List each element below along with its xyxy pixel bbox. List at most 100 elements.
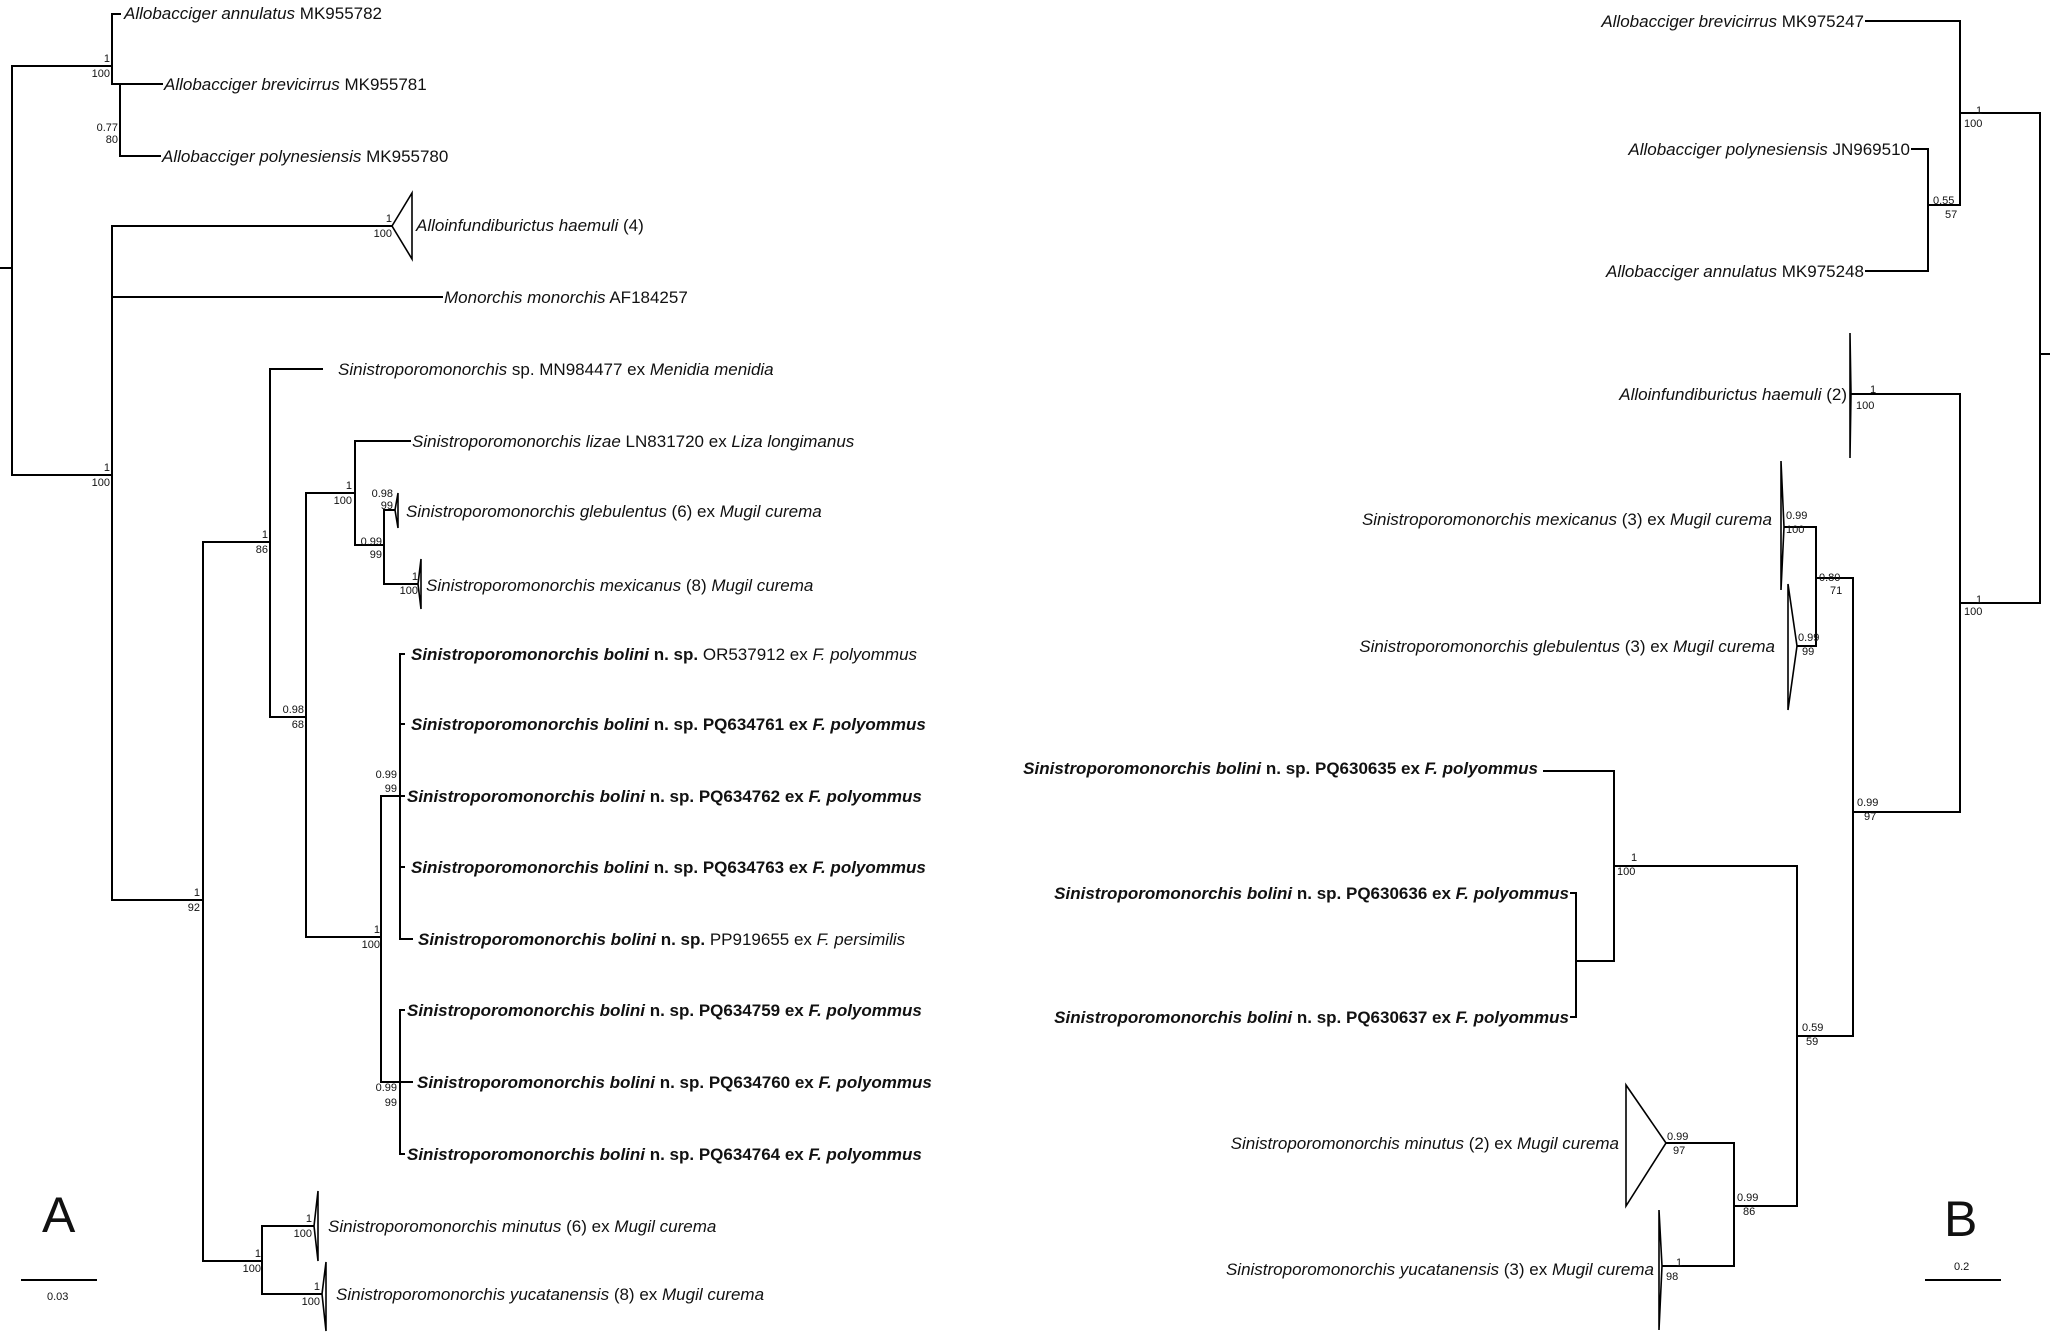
taxon-label: Sinistroporomonorchis glebulentus (6) ex…	[406, 502, 822, 521]
bootstrap-value: 100	[362, 939, 380, 951]
taxon-label: Allobacciger polynesiensis MK955780	[161, 147, 448, 166]
posterior-probability: 1	[314, 1281, 320, 1293]
taxon-label: Sinistroporomonorchis bolini n. sp. PQ63…	[1054, 884, 1569, 903]
bootstrap-value: 97	[1864, 811, 1876, 823]
taxon-label: Sinistroporomonorchis bolini n. sp. PQ63…	[1054, 1008, 1569, 1027]
taxon-label: Sinistroporomonorchis mexicanus (8) Mugi…	[426, 576, 813, 595]
panel-a-support: 1 100 0.77 80 1 100 1 100 1 92 1 86 1 10…	[92, 53, 418, 1308]
panel-a-letter: A	[42, 1187, 76, 1243]
glebulentus-collapsed-clade	[394, 492, 399, 529]
taxon-label: Allobacciger annulatus MK955782	[123, 4, 382, 23]
posterior-probability: 0.99	[376, 1082, 397, 1094]
posterior-probability: 0.99	[361, 536, 382, 548]
panel-a-tree	[0, 13, 443, 1332]
bootstrap-value: 100	[302, 1296, 320, 1308]
bootstrap-value: 100	[92, 477, 110, 489]
bootstrap-value: 99	[385, 783, 397, 795]
minutus-collapsed-clade	[313, 1190, 319, 1262]
taxon-label: Sinistroporomonorchis yucatanensis (8) e…	[336, 1285, 764, 1304]
alloinfundiburictus-collapsed-clade	[391, 190, 413, 262]
bootstrap-value: 99	[385, 1097, 397, 1109]
bootstrap-value: 100	[243, 1263, 261, 1275]
mexicanus-collapsed-clade	[417, 558, 422, 610]
taxon-label: Sinistroporomonorchis bolini n. sp. PQ63…	[407, 1145, 922, 1164]
bootstrap-value: 100	[1617, 866, 1635, 878]
posterior-probability: 0.99	[376, 769, 397, 781]
posterior-probability: 0.55	[1933, 195, 1954, 207]
posterior-probability: 1	[386, 213, 392, 225]
taxon-label: Allobacciger polynesiensis JN969510	[1627, 140, 1910, 159]
panel-b-tree	[1543, 20, 2050, 1331]
posterior-probability: 1	[374, 924, 380, 936]
taxon-label: Sinistroporomonorchis mexicanus (3) ex M…	[1362, 510, 1772, 529]
posterior-probability: 1	[262, 529, 268, 541]
posterior-probability: 0.77	[97, 122, 118, 134]
b-glebulentus-collapsed-clade	[1787, 583, 1798, 711]
b-yucatanensis-collapsed-clade	[1658, 1209, 1663, 1331]
bootstrap-value: 99	[1802, 646, 1814, 658]
posterior-probability: 0.98	[283, 704, 304, 716]
b-minutus-collapsed-clade	[1625, 1082, 1667, 1209]
taxon-label: Sinistroporomonorchis bolini n. sp. PQ63…	[411, 858, 926, 877]
bootstrap-value: 71	[1830, 585, 1842, 597]
bootstrap-value: 100	[1964, 606, 1982, 618]
taxon-label: Alloinfundiburictus haemuli (4)	[415, 216, 644, 235]
posterior-probability: 0.99	[1737, 1192, 1758, 1204]
b-alloinfundiburictus-collapsed-clade	[1849, 332, 1852, 459]
taxon-label: Sinistroporomonorchis lizae LN831720 ex …	[412, 432, 855, 451]
panel-b-support: 1 100 0.55 57 1 100 1 100 0.99 100 0.80 …	[1617, 105, 1982, 1283]
posterior-probability: 0.59	[1802, 1022, 1823, 1034]
taxon-label: Sinistroporomonorchis bolini n. sp. PQ63…	[407, 1001, 922, 1020]
bootstrap-value: 86	[256, 544, 268, 556]
bootstrap-value: 97	[1673, 1145, 1685, 1157]
posterior-probability: 0.99	[1798, 632, 1819, 644]
posterior-probability: 1	[104, 462, 110, 474]
posterior-probability: 0.99	[1786, 510, 1807, 522]
posterior-probability: 0.80	[1819, 572, 1840, 584]
bootstrap-value: 86	[1743, 1206, 1755, 1218]
taxon-label: Allobacciger brevicirrus MK955781	[163, 75, 427, 94]
taxon-label: Sinistroporomonorchis bolini n. sp. PQ63…	[407, 787, 922, 806]
bootstrap-value: 100	[400, 585, 418, 597]
posterior-probability: 1	[1676, 1257, 1682, 1269]
taxon-label: Allobacciger brevicirrus MK975247	[1600, 12, 1864, 31]
posterior-probability: 1	[255, 1248, 261, 1260]
panel-a-scale-label: 0.03	[47, 1291, 68, 1303]
panel-b-scale-label: 0.2	[1954, 1261, 1969, 1273]
taxon-label: Sinistroporomonorchis bolini n. sp. OR53…	[411, 645, 918, 664]
bootstrap-value: 100	[1964, 118, 1982, 130]
bootstrap-value: 100	[92, 68, 110, 80]
yucatanensis-collapsed-clade	[321, 1261, 327, 1332]
taxon-label: Sinistroporomonorchis glebulentus (3) ex…	[1359, 637, 1775, 656]
posterior-probability: 1	[1631, 852, 1637, 864]
posterior-probability: 1	[346, 480, 352, 492]
bootstrap-value: 80	[106, 134, 118, 146]
taxon-label: Sinistroporomonorchis bolini n. sp. PQ63…	[1023, 759, 1538, 778]
bootstrap-value: 99	[381, 500, 393, 512]
taxon-label: Alloinfundiburictus haemuli (2)	[1618, 385, 1847, 404]
taxon-label: Sinistroporomonorchis yucatanensis (3) e…	[1226, 1260, 1654, 1279]
bootstrap-value: 57	[1945, 209, 1957, 221]
bootstrap-value: 100	[1786, 524, 1804, 536]
posterior-probability: 0.99	[1857, 797, 1878, 809]
bootstrap-value: 100	[334, 495, 352, 507]
taxon-label: Allobacciger annulatus MK975248	[1605, 262, 1864, 281]
taxon-label: Sinistroporomonorchis bolini n. sp. PP91…	[418, 930, 906, 949]
posterior-probability: 0.99	[1667, 1131, 1688, 1143]
taxon-label: Monorchis monorchis AF184257	[444, 288, 688, 307]
taxon-label: Sinistroporomonorchis minutus (6) ex Mug…	[328, 1217, 716, 1236]
bootstrap-value: 100	[1856, 400, 1874, 412]
b-mexicanus-collapsed-clade	[1780, 460, 1785, 591]
posterior-probability: 1	[104, 53, 110, 65]
bootstrap-value: 92	[188, 902, 200, 914]
posterior-probability: 0.98	[372, 488, 393, 500]
bootstrap-value: 99	[370, 549, 382, 561]
posterior-probability: 1	[1870, 384, 1876, 396]
bootstrap-value: 98	[1666, 1271, 1678, 1283]
taxon-label: Sinistroporomonorchis sp. MN984477 ex Me…	[338, 360, 774, 379]
panel-b-letter: B	[1944, 1191, 1977, 1247]
panel-b-labels: Allobacciger brevicirrus MK975247 Alloba…	[1023, 12, 1910, 1279]
panel-a-labels: Allobacciger annulatus MK955782 Allobacc…	[123, 4, 932, 1304]
bootstrap-value: 59	[1806, 1036, 1818, 1048]
